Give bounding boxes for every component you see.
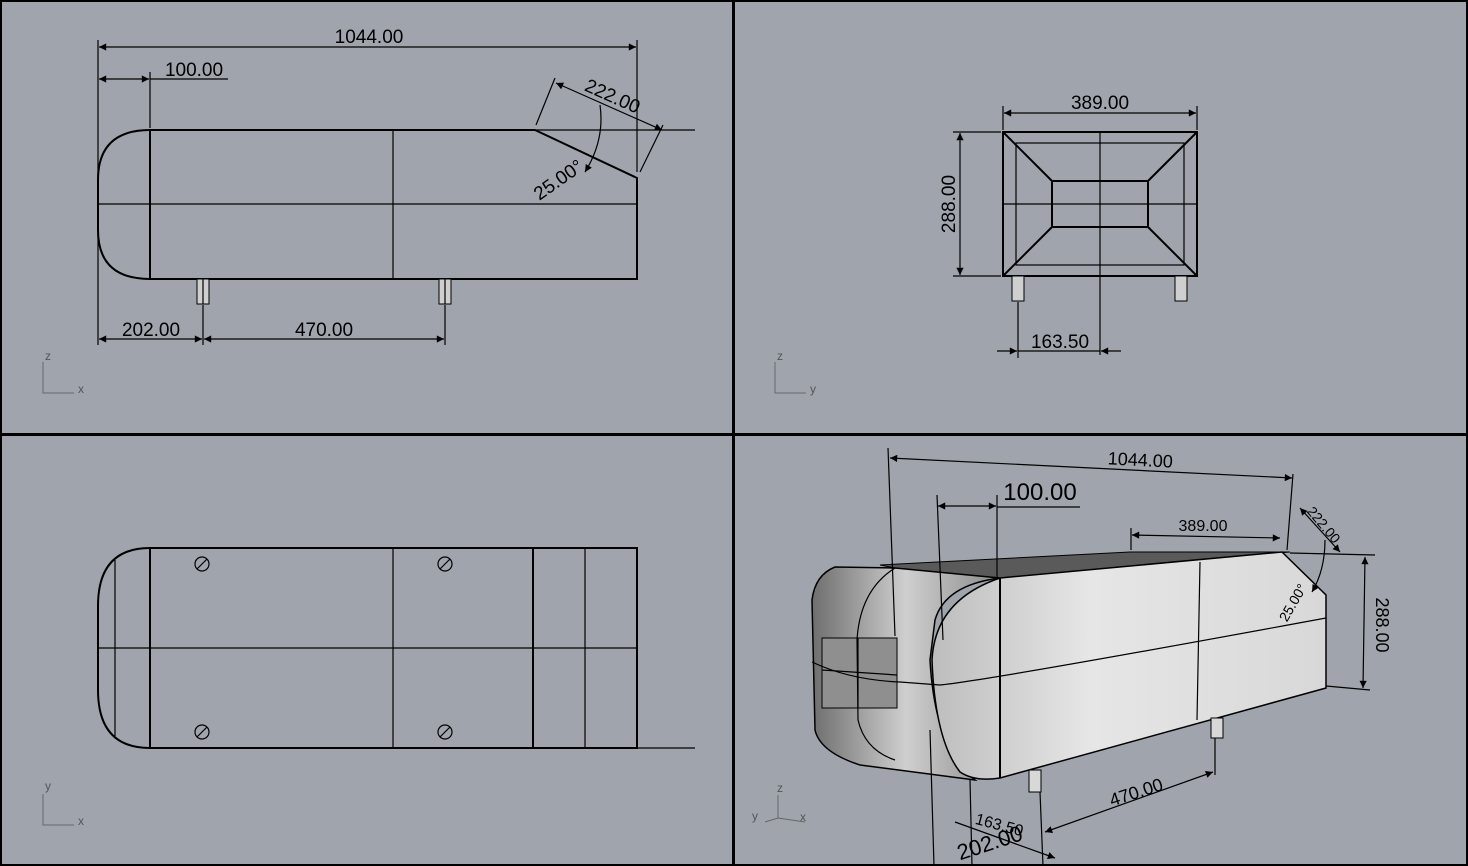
right-view-drawing: 389.00 288.00 163.50 z y xyxy=(774,93,1198,396)
dim-leg-offset: 163.50 xyxy=(1031,332,1089,353)
svg-text:z: z xyxy=(777,781,783,795)
dim-width: 389.00 xyxy=(1071,93,1129,114)
leg-icon xyxy=(1011,275,1188,302)
svg-text:y: y xyxy=(752,809,758,823)
svg-text:x: x xyxy=(800,810,806,824)
axis-indicator: z y x xyxy=(752,781,806,824)
dim-nose: 100.00 xyxy=(1003,479,1076,506)
dim-leg-spacing: 470.00 xyxy=(295,320,353,341)
dim-overall-length: 1044.00 xyxy=(1107,448,1173,471)
svg-text:y: y xyxy=(45,779,51,793)
svg-text:x: x xyxy=(78,814,84,828)
top-view-drawing: y x xyxy=(42,547,695,828)
leg-icon xyxy=(1028,717,1224,793)
leg-icon xyxy=(196,278,452,305)
svg-text:z: z xyxy=(45,349,51,363)
svg-text:x: x xyxy=(78,382,84,396)
dim-overall-length: 1044.00 xyxy=(335,27,404,48)
svg-text:y: y xyxy=(810,382,816,396)
dim-width: 389.00 xyxy=(1179,518,1228,535)
front-view-drawing: 1044.00 100.00 222.00 25.00° 202.00 470.… xyxy=(42,27,695,396)
viewport-top[interactable] xyxy=(2,436,732,864)
axis-indicator: z y xyxy=(774,349,816,396)
dim-nose: 100.00 xyxy=(165,60,223,81)
screw-icon xyxy=(194,556,453,740)
dim-height: 288.00 xyxy=(1372,597,1392,652)
viewport-front[interactable] xyxy=(2,2,732,433)
axis-indicator: z x xyxy=(42,349,84,396)
axis-indicator: y x xyxy=(42,779,84,828)
dim-leg-offset: 202.00 xyxy=(122,320,180,341)
svg-text:z: z xyxy=(777,349,783,363)
dim-height: 288.00 xyxy=(939,175,960,233)
